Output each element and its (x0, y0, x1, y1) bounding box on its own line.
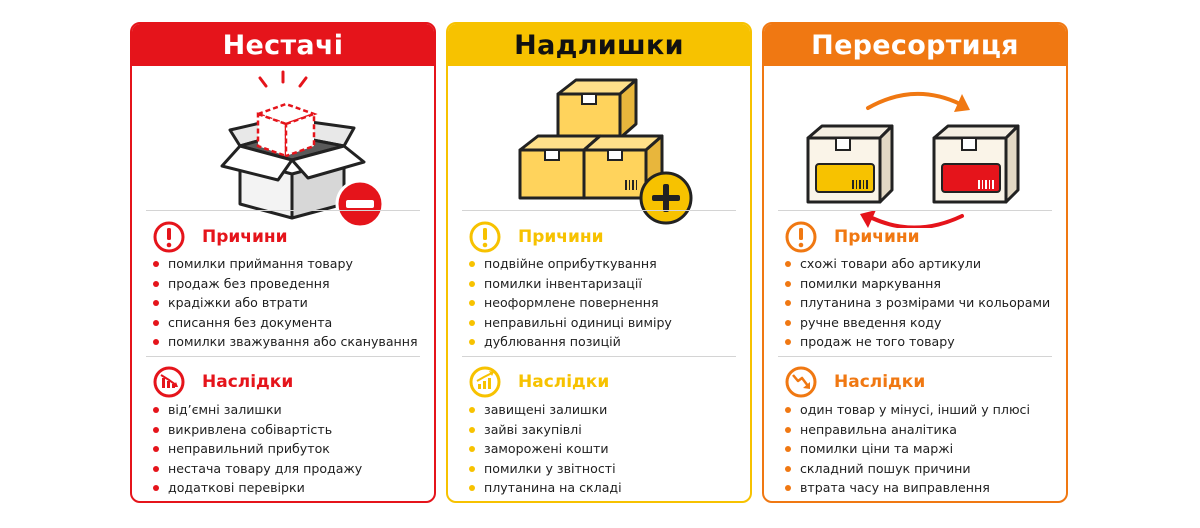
list-item: крадіжки або втрати (152, 293, 418, 313)
causes-list: подвійне оприбуткування помилки інвентар… (468, 254, 672, 352)
divider (462, 356, 736, 357)
list-item: помилки маркування (784, 274, 1050, 294)
effects-header: Наслідки (152, 365, 293, 399)
list-item: заморожені кошти (468, 439, 622, 459)
effects-list: завищені залишки зайві закупівлі заморож… (468, 400, 622, 498)
divider (462, 210, 736, 211)
list-item: неоформлене повернення (468, 293, 672, 313)
causes-header: Причини (784, 220, 920, 254)
list-item: неправильний прибуток (152, 439, 362, 459)
stacked-boxes-plus-icon (518, 78, 693, 225)
divider (778, 210, 1052, 211)
effects-title: Наслідки (518, 372, 610, 392)
list-item: плутанина на складі (468, 478, 622, 498)
chart-down-icon (153, 366, 185, 398)
causes-list: схожі товари або артикули помилки маркув… (784, 254, 1050, 352)
list-item: неправильна аналітика (784, 420, 1030, 440)
card-misgrading: Пересортиця (762, 22, 1068, 503)
list-item: подвійне оприбуткування (468, 254, 672, 274)
effects-title: Наслідки (202, 372, 294, 392)
card-title: Пересортиця (764, 24, 1066, 66)
causes-title: Причини (202, 227, 288, 247)
card-title: Надлишки (448, 24, 750, 66)
exclamation-circle-icon (469, 221, 501, 253)
effects-list: один товар у мінусі, інший у плюсі непра… (784, 400, 1030, 498)
causes-title: Причини (518, 227, 604, 247)
list-item: продаж не того товару (784, 332, 1050, 352)
list-item: завищені залишки (468, 400, 622, 420)
causes-title: Причини (834, 227, 920, 247)
list-item: помилки ціни та маржі (784, 439, 1030, 459)
list-item: складний пошук причини (784, 459, 1030, 479)
causes-header: Причини (152, 220, 288, 254)
trend-down-circle-icon (785, 366, 817, 398)
list-item: дублювання позицій (468, 332, 672, 352)
list-item: нестача товару для продажу (152, 459, 362, 479)
card-surpluses: Надлишки (446, 22, 752, 503)
list-item: ручне введення коду (784, 313, 1050, 333)
causes-header: Причини (468, 220, 604, 254)
open-box-missing-item-minus-icon (220, 70, 385, 228)
effects-list: від’ємні залишки викривлена собівартість… (152, 400, 362, 498)
card-shortages: Нестачі (130, 22, 436, 503)
list-item: помилки інвентаризації (468, 274, 672, 294)
list-item: продаж без проведення (152, 274, 418, 294)
exclamation-circle-icon (785, 221, 817, 253)
list-item: списання без документа (152, 313, 418, 333)
list-item: зайві закупівлі (468, 420, 622, 440)
list-item: неправильні одиниці виміру (468, 313, 672, 333)
divider (778, 356, 1052, 357)
chart-up-icon (469, 366, 501, 398)
effects-header: Наслідки (468, 365, 609, 399)
list-item: втрата часу на виправлення (784, 478, 1030, 498)
list-item: помилки у звітності (468, 459, 622, 479)
list-item: від’ємні залишки (152, 400, 362, 420)
list-item: викривлена собівартість (152, 420, 362, 440)
list-item: плутанина з розмірами чи кольорами (784, 293, 1050, 313)
list-item: один товар у мінусі, інший у плюсі (784, 400, 1030, 420)
effects-header: Наслідки (784, 365, 925, 399)
list-item: схожі товари або артикули (784, 254, 1050, 274)
effects-title: Наслідки (834, 372, 926, 392)
list-item: помилки зважування або сканування (152, 332, 418, 352)
list-item: помилки приймання товару (152, 254, 418, 274)
divider (146, 356, 420, 357)
two-boxes-swap-arrows-icon (806, 92, 1020, 228)
list-item: додаткові перевірки (152, 478, 362, 498)
card-title: Нестачі (132, 24, 434, 66)
causes-list: помилки приймання товару продаж без пров… (152, 254, 418, 352)
exclamation-circle-icon (153, 221, 185, 253)
divider (146, 210, 420, 211)
